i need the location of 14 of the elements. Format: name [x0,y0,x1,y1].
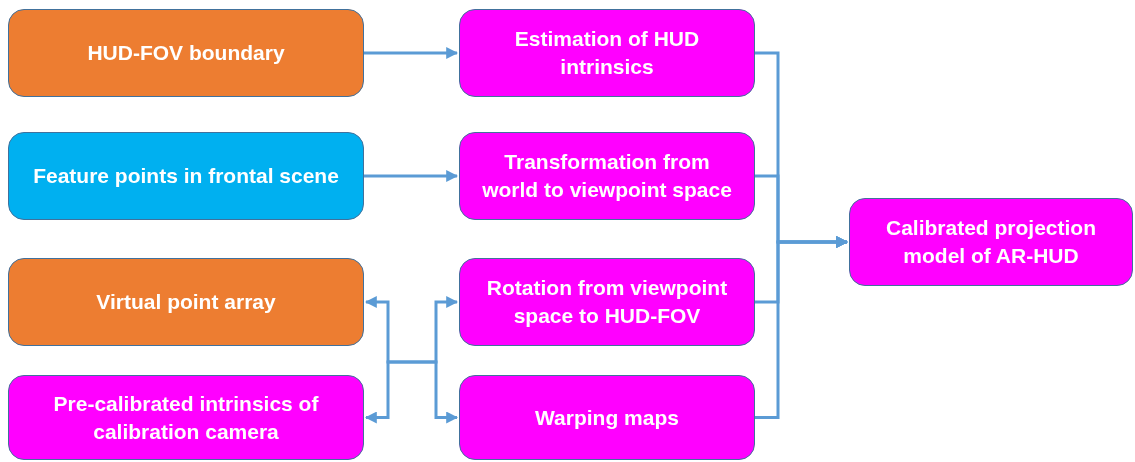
process-box: HUD-FOV boundary [8,9,364,97]
process-box: Warping maps [459,375,755,460]
process-box: Estimation of HUD intrinsics [459,9,755,97]
connector-arrow [412,360,459,424]
process-box: Pre-calibrated intrinsics of calibration camera [8,375,364,460]
process-box: Rotation from viewpoint space to HUD-FOV [459,258,755,346]
connector-arrow [364,170,459,182]
process-box: Transformation from world to viewpoint space [459,132,755,220]
connector-arrow [364,360,412,424]
connector-arrow [364,47,459,59]
connector-arrow [755,236,849,419]
process-box: Calibrated projection model of AR-HUD [849,198,1133,286]
process-box: Virtual point array [8,258,364,346]
process-box: Feature points in frontal scene [8,132,364,220]
